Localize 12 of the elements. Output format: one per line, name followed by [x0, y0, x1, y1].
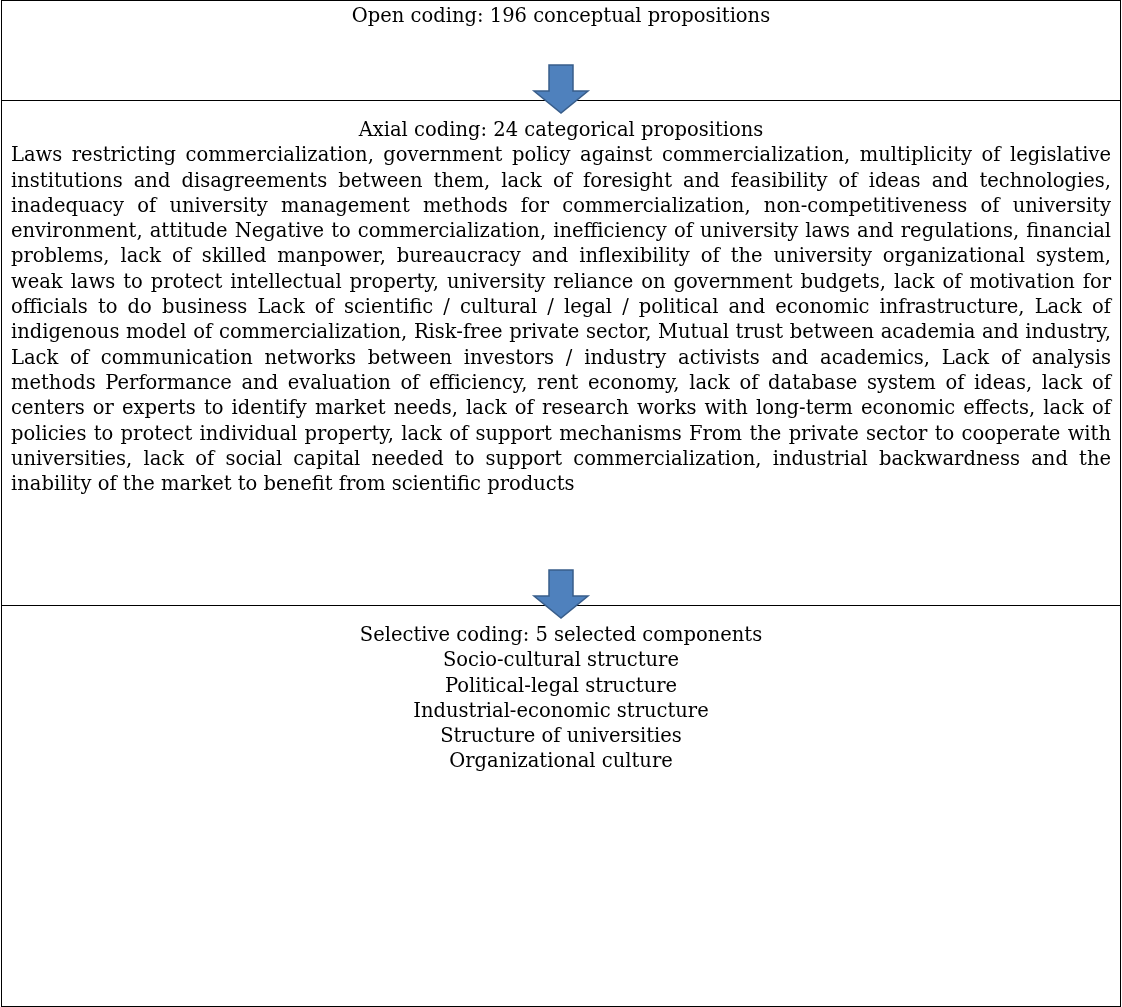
- stage-heading: Selective coding: 5 selected components: [358, 622, 764, 648]
- stage-box: [1, 605, 1121, 1007]
- component-label: Industrial-economic structure: [412, 697, 710, 724]
- component-label: Organizational culture: [448, 748, 674, 774]
- component-label: Socio-cultural structure: [442, 647, 680, 673]
- stage-heading: Axial coding: 24 categorical propositions: [357, 117, 765, 143]
- block-arrow: [531, 64, 591, 114]
- block-arrow: [531, 569, 591, 619]
- component-label: Political-legal structure: [443, 672, 679, 698]
- stage-heading: Open coding: 196 conceptual propositions: [350, 3, 772, 29]
- component-label: Structure of universities: [439, 723, 683, 749]
- stage-description: Laws restricting commercialization, government policy against commercialization, multiplicity of legislative institutions and disagreements between them, lack of foresight and feasibility of ideas and technologies, inadequacy of university management methods for commercialization, non-competitiveness of university environment, attitude Negative to commercialization, inefficiency of university laws and regulations, financial problems, lack of skilled manpower, bureaucracy and inflexibility of the university organizational system, weak laws to protect intellectual property, university reliance on government budgets, lack of motivation for officials to do business Lack of scientific / cultural / legal / political and economic infrastructure, Lack of indigenous model of commercialization, Risk-free private sector, Mutual trust between academia and industry, Lack of communication networks between investors / industry activists and academics, Lack of analysis methods Performance and evaluation of efficiency, rent economy, lack of database system of ideas, lack of centers or experts to identify market needs, lack of research works with long-term economic effects, lack of policies to protect individual property, lack of support mechanisms From the private sector to cooperate with universities, lack of social capital needed to support commercialization, industrial backwardness and the inability of the market to benefit from scientific products: [11, 142, 1111, 497]
